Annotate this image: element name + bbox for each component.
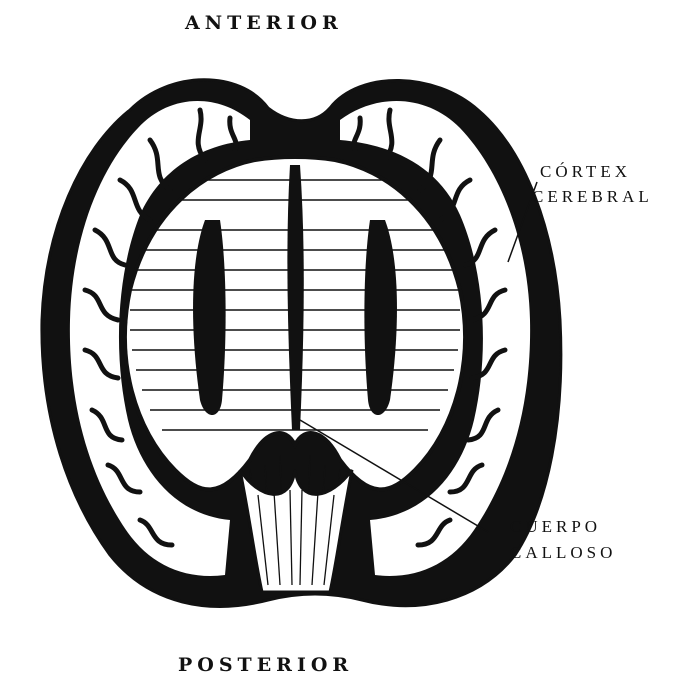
cortex-label-line1: CÓRTEX: [540, 163, 631, 180]
posterior-label: POSTERIOR: [178, 656, 353, 675]
corpus-label-line1: CUERPO: [510, 518, 601, 535]
cortex-label-line2: CEREBRAL: [532, 188, 653, 205]
corpus-label-line2: CALLOSO: [510, 544, 616, 561]
